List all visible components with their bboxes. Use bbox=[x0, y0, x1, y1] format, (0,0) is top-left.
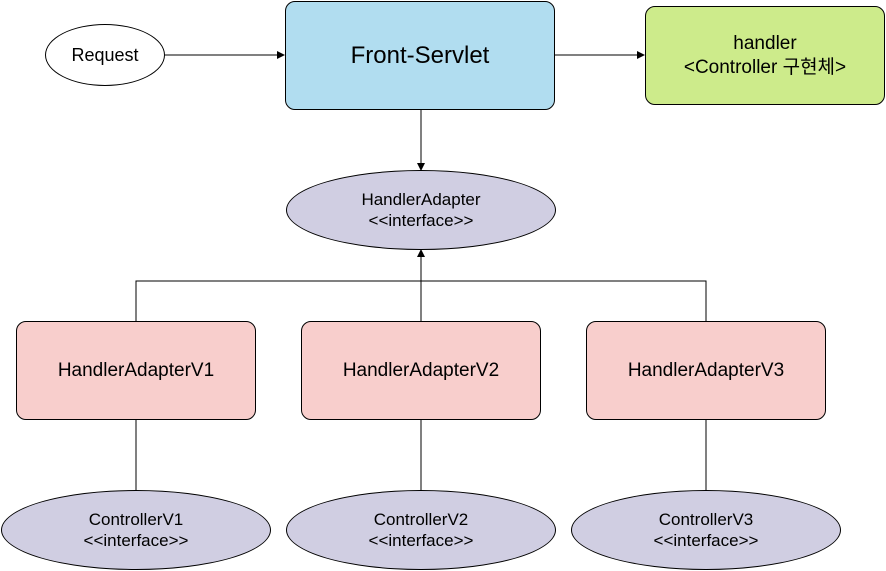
controller-v2-interface-node[interactable]: ControllerV2 <<interface>> bbox=[286, 490, 556, 570]
controller-v3-stereotype: <<interface>> bbox=[653, 531, 759, 550]
request-label: Request bbox=[71, 44, 139, 65]
handler-adapter-v1-label: HandlerAdapterV1 bbox=[57, 359, 215, 381]
controller-v2-label: ControllerV2 bbox=[373, 509, 469, 529]
front-servlet-label: Front-Servlet bbox=[350, 41, 490, 69]
handler-adapter-stereotype: <<interface>> bbox=[368, 211, 474, 230]
handler-label: handler bbox=[733, 32, 797, 54]
request-node[interactable]: Request bbox=[45, 24, 165, 86]
controller-v1-interface-node[interactable]: ControllerV1 <<interface>> bbox=[1, 490, 271, 570]
handler-adapter-v2-label: HandlerAdapterV2 bbox=[342, 359, 500, 381]
controller-v3-interface-node[interactable]: ControllerV3 <<interface>> bbox=[571, 490, 841, 570]
handler-adapter-v2-node[interactable]: HandlerAdapterV2 bbox=[301, 321, 541, 420]
handler-adapter-v1-node[interactable]: HandlerAdapterV1 bbox=[16, 321, 256, 420]
handler-type-label: <Controller 구현체> bbox=[683, 56, 847, 78]
handler-adapter-v3-node[interactable]: HandlerAdapterV3 bbox=[586, 321, 826, 420]
handler-node[interactable]: handler <Controller 구현체> bbox=[645, 6, 885, 105]
handler-adapter-label: HandlerAdapter bbox=[361, 189, 481, 209]
controller-v1-label: ControllerV1 bbox=[88, 509, 184, 529]
controller-v1-stereotype: <<interface>> bbox=[83, 531, 189, 550]
front-servlet-node[interactable]: Front-Servlet bbox=[285, 1, 555, 110]
connector-adapters-bus bbox=[135, 280, 707, 321]
controller-v2-stereotype: <<interface>> bbox=[368, 531, 474, 550]
handler-adapter-v3-label: HandlerAdapterV3 bbox=[627, 359, 785, 381]
controller-v3-label: ControllerV3 bbox=[658, 509, 754, 529]
handler-adapter-interface-node[interactable]: HandlerAdapter <<interface>> bbox=[286, 170, 556, 250]
